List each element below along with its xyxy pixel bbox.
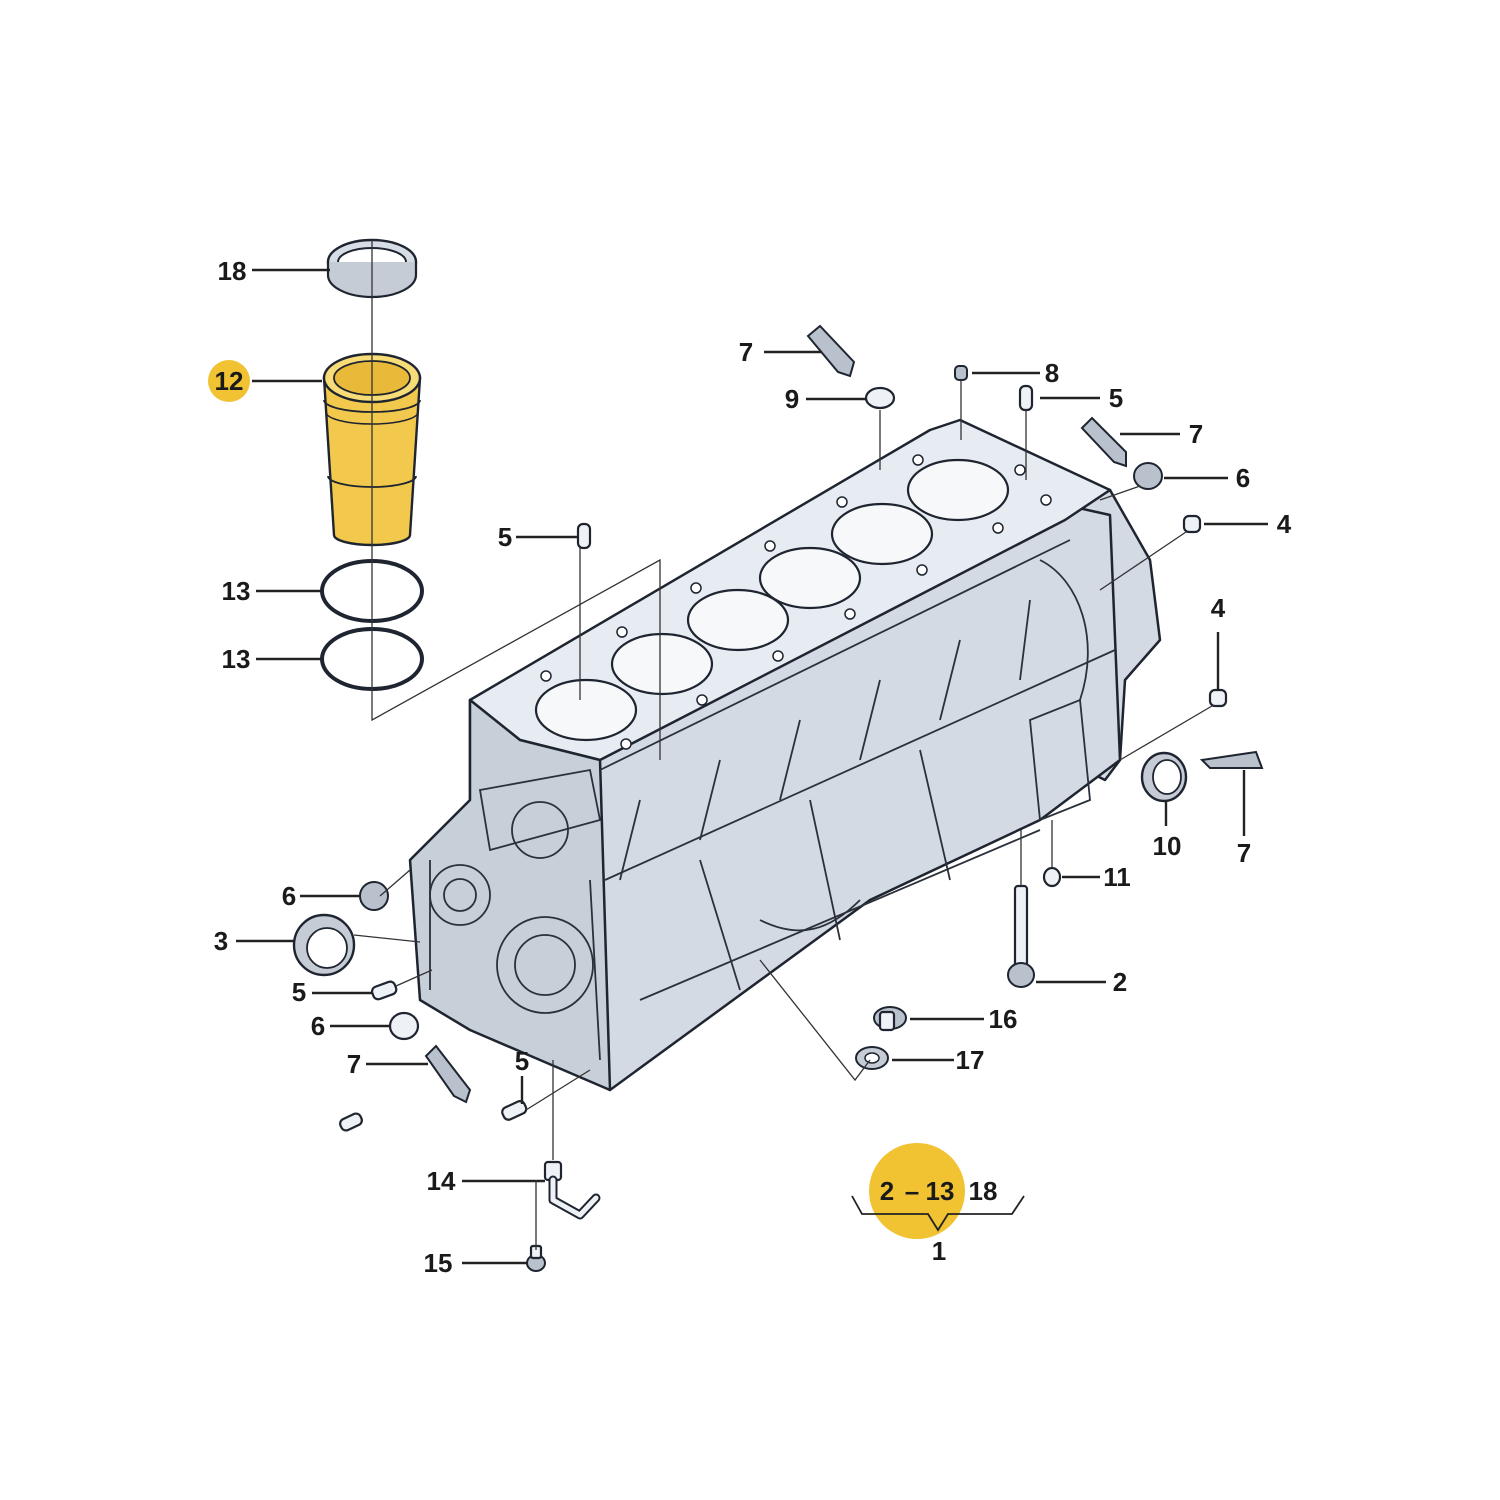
sleeve-4-right-top: [1182, 514, 1202, 534]
block-ribs: [599, 539, 1116, 1001]
plug-11: [1042, 866, 1062, 888]
callout-4-right-top: 4: [1277, 509, 1292, 539]
callout-12-liner: 12: [215, 366, 244, 396]
callout-5-left-top: 5: [498, 522, 512, 552]
range-end: 13: [926, 1176, 955, 1206]
plug-6-left-top: [359, 881, 389, 911]
oil-spray-nozzle-14: [543, 1160, 601, 1220]
plug-8: [954, 365, 968, 381]
seal-ring-3: [292, 913, 356, 977]
callout-5-left: 5: [292, 977, 306, 1007]
callout-15: 15: [424, 1248, 453, 1278]
sleeve-4-right: [1208, 688, 1228, 708]
dowel-5-top-right: [1018, 384, 1034, 412]
callout-7-top: 7: [739, 337, 753, 367]
callout-14: 14: [427, 1166, 456, 1196]
callout-13-upper: 13: [222, 576, 251, 606]
cylinder-bores: [534, 458, 1010, 742]
callout-5-top-right: 5: [1109, 383, 1123, 413]
dowel-5-bottom: [501, 1100, 528, 1121]
callout-6-left: 6: [311, 1011, 325, 1041]
highlight-marker-12: [208, 360, 250, 402]
cone-plug-7-top: [806, 324, 856, 378]
callout-6-left-top: 6: [282, 881, 296, 911]
callout-8: 8: [1045, 358, 1059, 388]
range-dash: –: [905, 1176, 919, 1206]
cone-plug-7-right-top: [1080, 416, 1127, 468]
callout-9: 9: [785, 384, 799, 414]
assembly-lines: [353, 380, 1213, 1250]
callout-7-right-top: 7: [1189, 419, 1203, 449]
dowel-5-left-top: [576, 522, 592, 550]
callout-7-left: 7: [347, 1049, 361, 1079]
front-face-features: [429, 768, 602, 1061]
callout-7-right: 7: [1237, 838, 1251, 868]
screw-plug-16: [873, 1006, 907, 1032]
callout-3: 3: [214, 926, 228, 956]
range-start: 2: [880, 1176, 894, 1206]
engine-block: [408, 418, 1162, 1092]
callout-5-bottom: 5: [515, 1046, 529, 1076]
bolt-2: [1007, 884, 1035, 988]
sealing-ring-17: [855, 1046, 889, 1070]
callout-4-right: 4: [1211, 593, 1226, 623]
liner-install-bracket: [371, 558, 661, 760]
callout-17: 17: [956, 1045, 985, 1075]
range-extra: 18: [969, 1176, 998, 1206]
callout-11: 11: [1103, 862, 1131, 892]
callout-6-right: 6: [1236, 463, 1250, 493]
range-parent: 1: [932, 1236, 946, 1266]
seal-ring-10: [1140, 751, 1188, 803]
cone-plug-7-left: [424, 1044, 472, 1104]
range-brace: [851, 1195, 1025, 1232]
plug-6-left: [388, 1011, 420, 1041]
leader-lines: [236, 268, 1268, 1265]
callout-labels: 18 12 13 13 7 9 8 5 7 6 4 5 4 10 7 11 2 …: [214, 256, 1292, 1278]
plug-6-right: [1133, 462, 1163, 490]
callout-2: 2: [1113, 967, 1127, 997]
bolt-15: [526, 1244, 546, 1272]
cone-plug-7-right: [1199, 750, 1264, 769]
dowel-loose: [339, 1112, 363, 1132]
group-range-legend: 2 – 13 18 1: [851, 1176, 1025, 1266]
callout-13-lower: 13: [222, 644, 251, 674]
callout-10: 10: [1153, 831, 1182, 861]
plug-9: [864, 386, 896, 410]
callout-16: 16: [989, 1004, 1018, 1034]
dowel-5-left: [370, 980, 398, 1001]
callout-18-ring: 18: [218, 256, 247, 286]
highlight-marker-range: [869, 1143, 965, 1239]
head-bolt-holes: [540, 454, 1052, 750]
